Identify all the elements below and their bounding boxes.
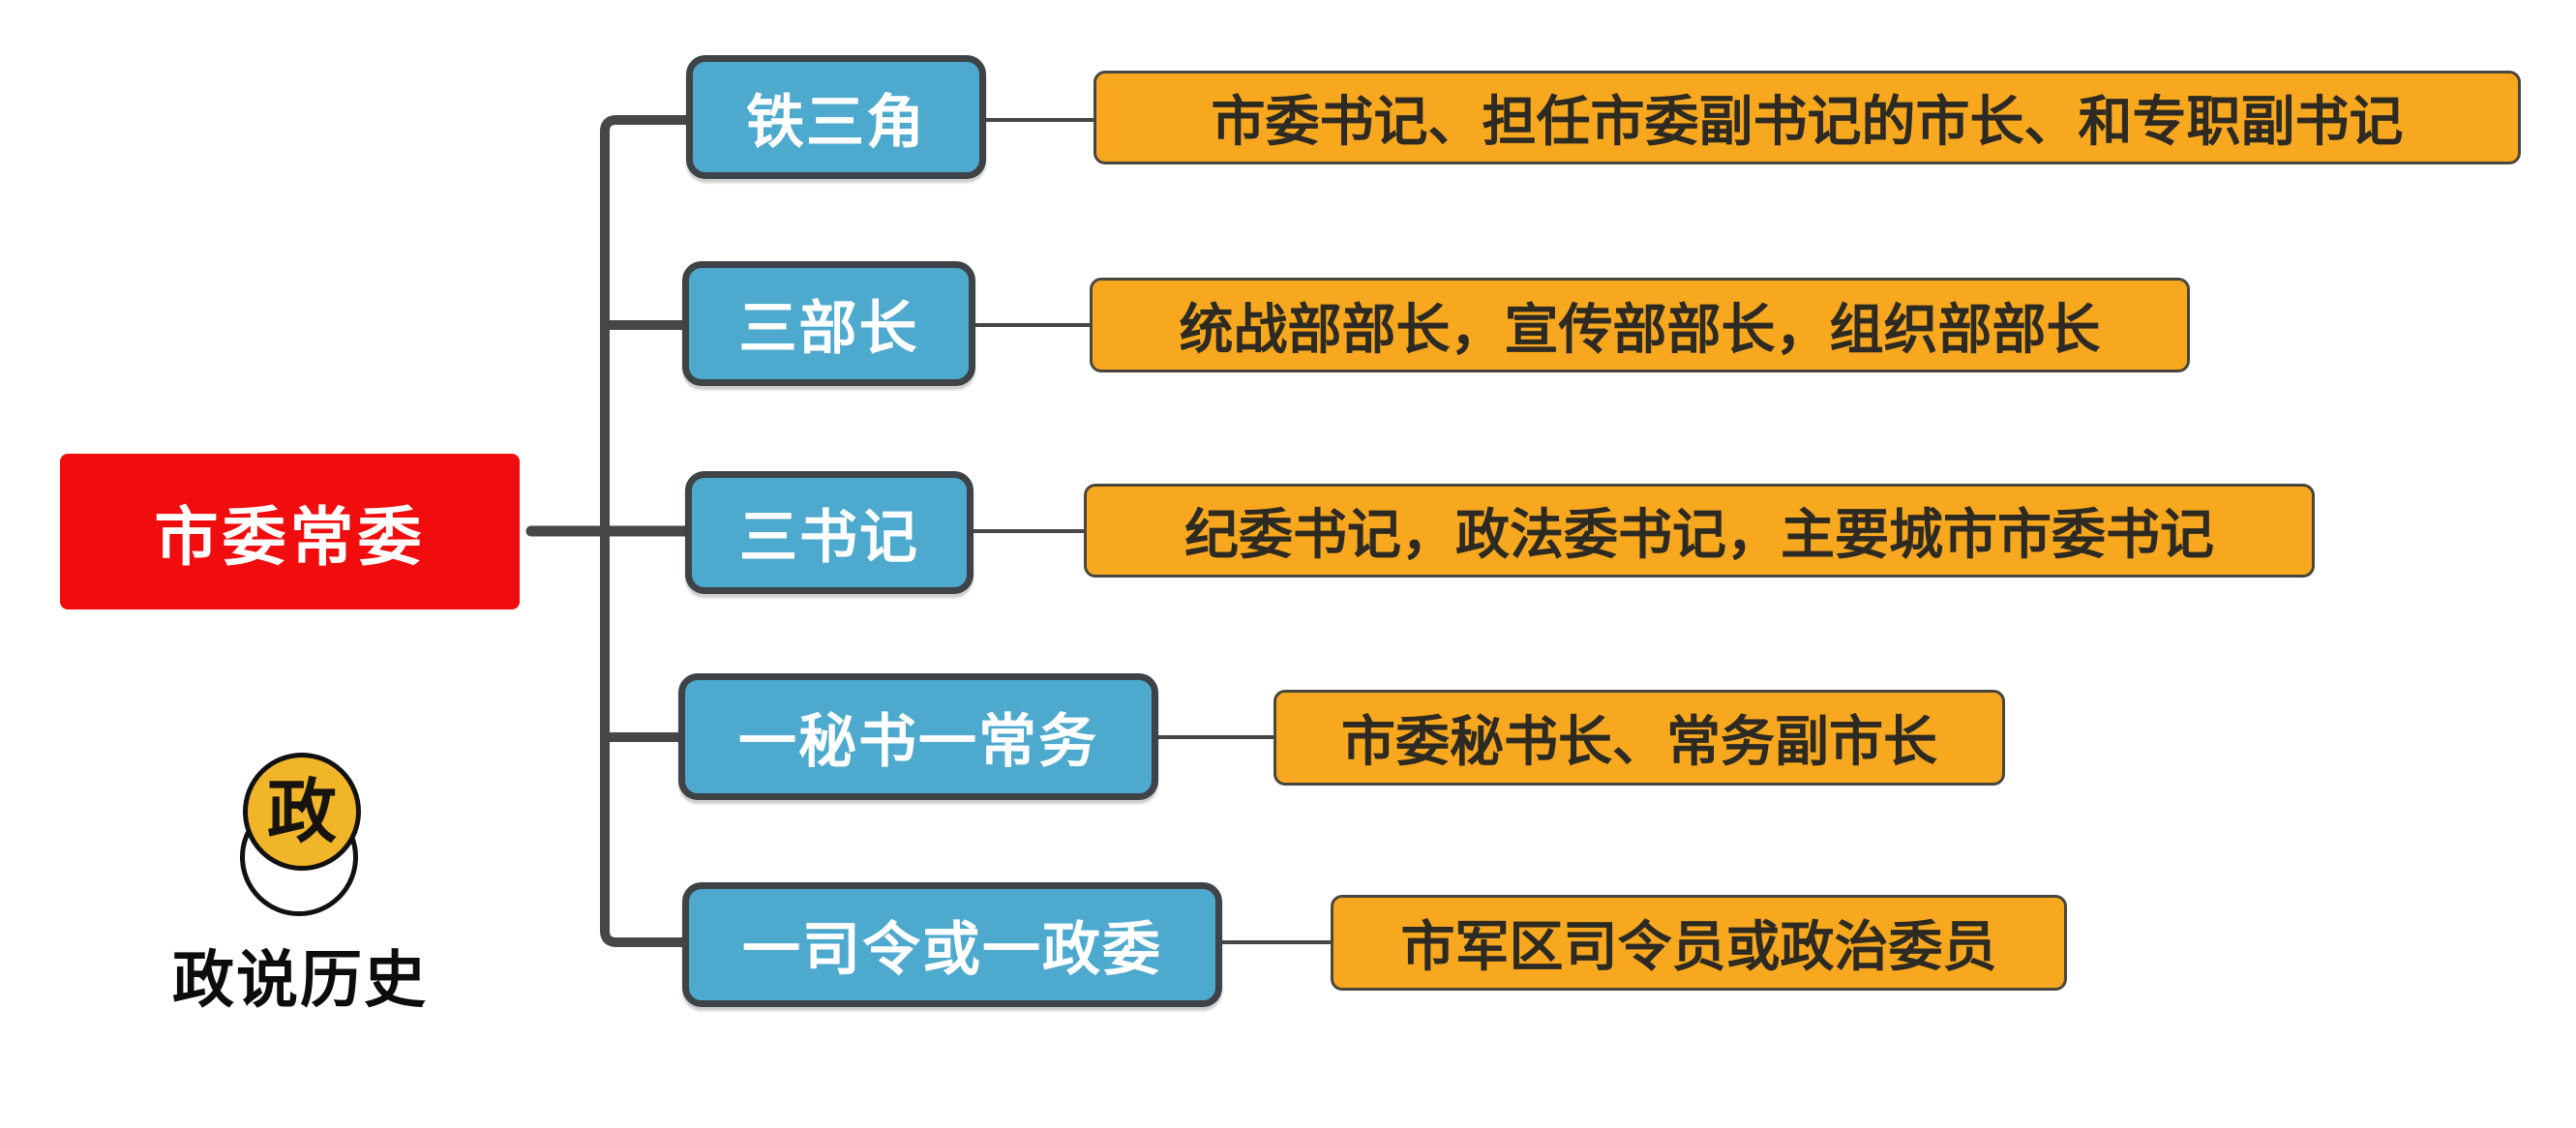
logo-badge-circle: 政 [243, 753, 361, 871]
detail-node-sanbuzhang: 统战部部长，宣传部部长，组织部部长 [1090, 278, 2190, 372]
detail-node-label: 统战部部长，宣传部部长，组织部部长 [1179, 298, 2101, 360]
detail-node-sanshuji: 纪委书记，政法委书记，主要城市市委书记 [1084, 484, 2315, 578]
detail-node-label: 市军区司令员或政治委员 [1400, 916, 1997, 977]
detail-node-label: 市委书记、担任市委副书记的市长、和专职副书记 [1211, 91, 2404, 152]
detail-node-yimishu: 市委秘书长、常务副市长 [1273, 690, 2005, 786]
branch-node-label: 一司令或一政委 [742, 917, 1162, 982]
logo-name: 政说历史 [172, 944, 428, 1017]
branch-node-yimishu: 一秘书一常务 [678, 673, 1158, 800]
branch-node-label: 铁三角 [746, 89, 926, 155]
logo-badge-char: 政 [266, 770, 337, 852]
root-node: 市委常委 [60, 454, 520, 609]
branch-node-label: 三部长 [738, 296, 919, 361]
root-node-label: 市委常委 [154, 500, 426, 573]
detail-node-label: 市委秘书长、常务副市长 [1341, 711, 1937, 772]
branch-node-label: 一秘书一常务 [738, 709, 1098, 774]
branch-node-sanbuzhang: 三部长 [682, 261, 975, 386]
detail-node-label: 纪委书记，政法委书记，主要城市市委书记 [1184, 504, 2214, 565]
branch-node-tiesanjiao: 铁三角 [686, 55, 986, 179]
detail-node-yisiling: 市军区司令员或政治委员 [1331, 895, 2067, 991]
branch-node-label: 三书记 [739, 505, 919, 570]
branch-node-sanshuji: 三书记 [685, 471, 973, 594]
branch-node-yisiling: 一司令或一政委 [682, 882, 1222, 1007]
detail-node-tiesanjiao: 市委书记、担任市委副书记的市长、和专职副书记 [1093, 71, 2521, 164]
